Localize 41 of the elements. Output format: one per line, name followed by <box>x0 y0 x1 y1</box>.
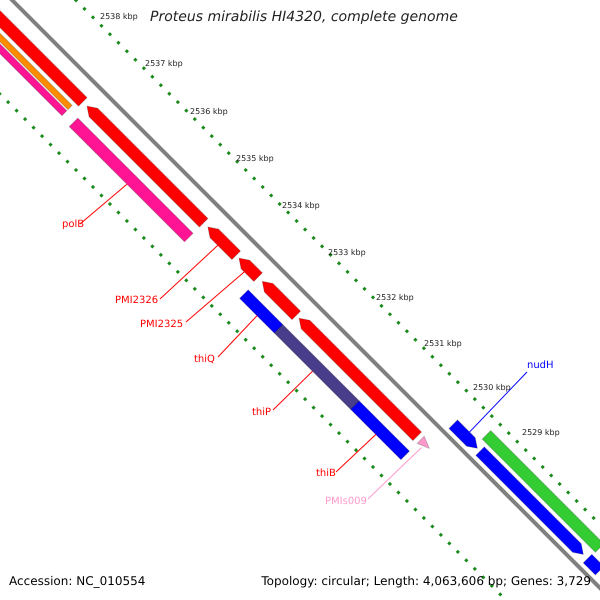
footer-text: Topology: circular; Length: 4,063,606 bp; Genes: 3,729 <box>261 575 591 587</box>
gene-feature <box>350 400 410 460</box>
gene-feature <box>274 324 360 410</box>
gene-feature <box>238 257 263 282</box>
footer-text: Accession: NC_010554 <box>9 575 146 587</box>
gene-label: thiP <box>252 408 272 418</box>
gene-label: polB <box>62 220 84 230</box>
title: Proteus mirabilis HI4320, complete genome <box>150 10 458 24</box>
gene-label: nudH <box>527 361 554 371</box>
leader-line <box>469 372 528 433</box>
tick-label: 2529 kbp <box>522 429 560 437</box>
tick-label: 2537 kbp <box>145 60 183 68</box>
leader-line <box>218 315 258 358</box>
leader-line <box>80 184 128 224</box>
tick-label: 2538 kbp <box>100 13 138 21</box>
tick-label: 2530 kbp <box>473 384 511 392</box>
gene-label: PMIs009 <box>325 497 367 507</box>
gene-marker <box>416 435 430 450</box>
gene-feature <box>86 105 209 228</box>
gene-label: thiB <box>316 469 336 479</box>
leader-line <box>160 244 218 300</box>
tick-label: 2535 kbp <box>236 155 274 163</box>
tick-label: 2534 kbp <box>282 202 320 210</box>
gene-feature <box>482 430 600 553</box>
gene-feature <box>239 289 284 334</box>
gene-feature <box>262 280 302 320</box>
gene-feature <box>475 446 584 556</box>
tick-label: 2533 kbp <box>328 249 366 257</box>
leader-line <box>336 434 376 472</box>
gene-label: PMI2325 <box>140 320 184 330</box>
gene-feature <box>582 554 600 576</box>
leader-line <box>368 447 422 500</box>
leader-line <box>186 271 245 322</box>
gene-feature <box>207 226 242 260</box>
tick-label: 2536 kbp <box>190 108 228 116</box>
gene-feature <box>448 419 478 449</box>
gene-label: PMI2326 <box>115 296 158 306</box>
leader-line <box>272 370 314 410</box>
gene-feature <box>298 318 422 442</box>
gene-label: thiQ <box>194 355 215 365</box>
tick-label: 2532 kbp <box>376 294 414 302</box>
